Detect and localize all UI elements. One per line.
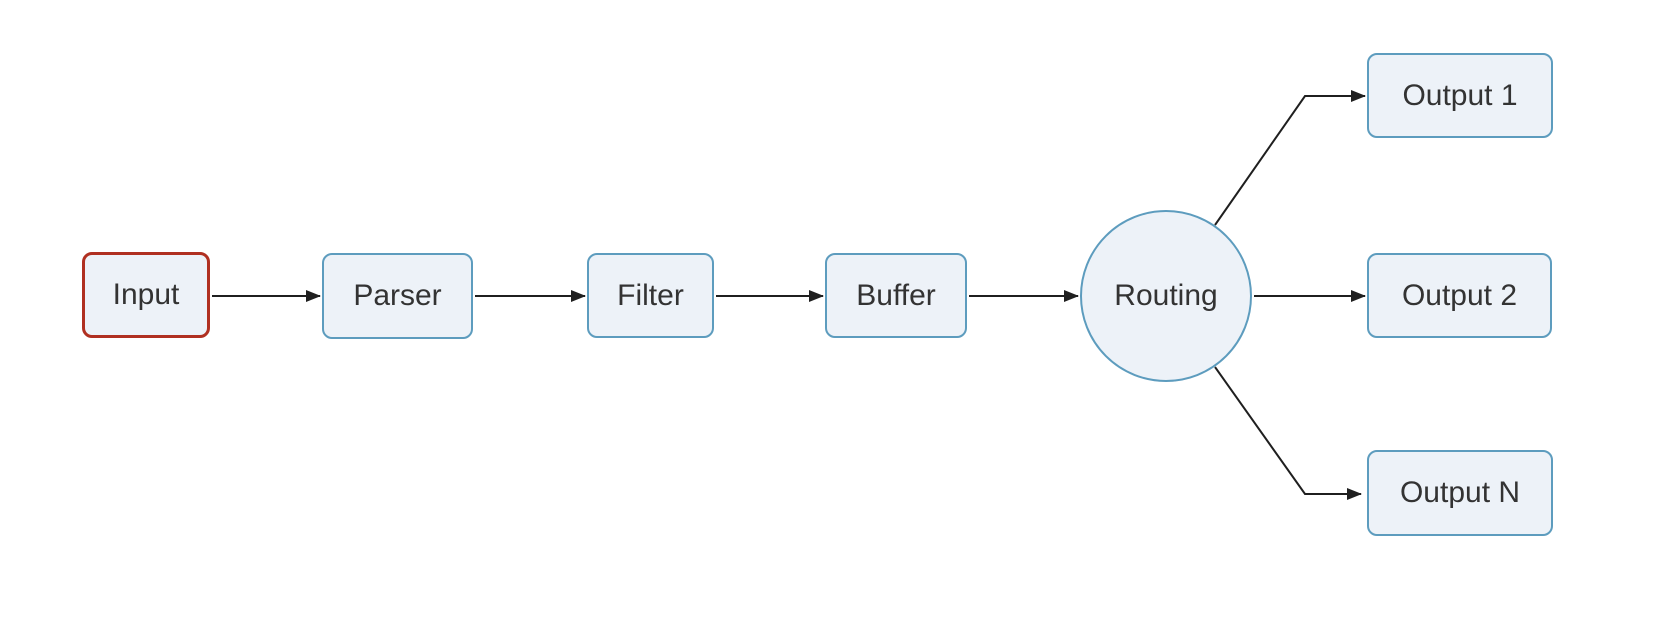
node-output-1: Output 1: [1367, 53, 1553, 138]
node-filter: Filter: [587, 253, 714, 338]
node-parser: Parser: [322, 253, 473, 339]
edge-routing-outputn: [1214, 366, 1362, 500]
node-output-2: Output 2: [1367, 253, 1552, 338]
node-input: Input: [82, 252, 210, 338]
node-routing-label: Routing: [1114, 279, 1218, 312]
node-parser-label: Parser: [353, 279, 442, 312]
node-buffer: Buffer: [825, 253, 967, 338]
node-output-2-label: Output 2: [1401, 278, 1518, 312]
node-filter-label: Filter: [617, 278, 684, 312]
edge-routing-output1: [1214, 90, 1366, 226]
node-output-n: Output N: [1367, 450, 1553, 536]
node-input-label: Input: [112, 278, 180, 311]
node-output-1-label: Output 1: [1402, 78, 1518, 112]
node-routing: Routing: [1080, 210, 1252, 382]
node-output-n-label: Output N: [1399, 476, 1521, 509]
node-buffer-label: Buffer: [856, 278, 936, 312]
